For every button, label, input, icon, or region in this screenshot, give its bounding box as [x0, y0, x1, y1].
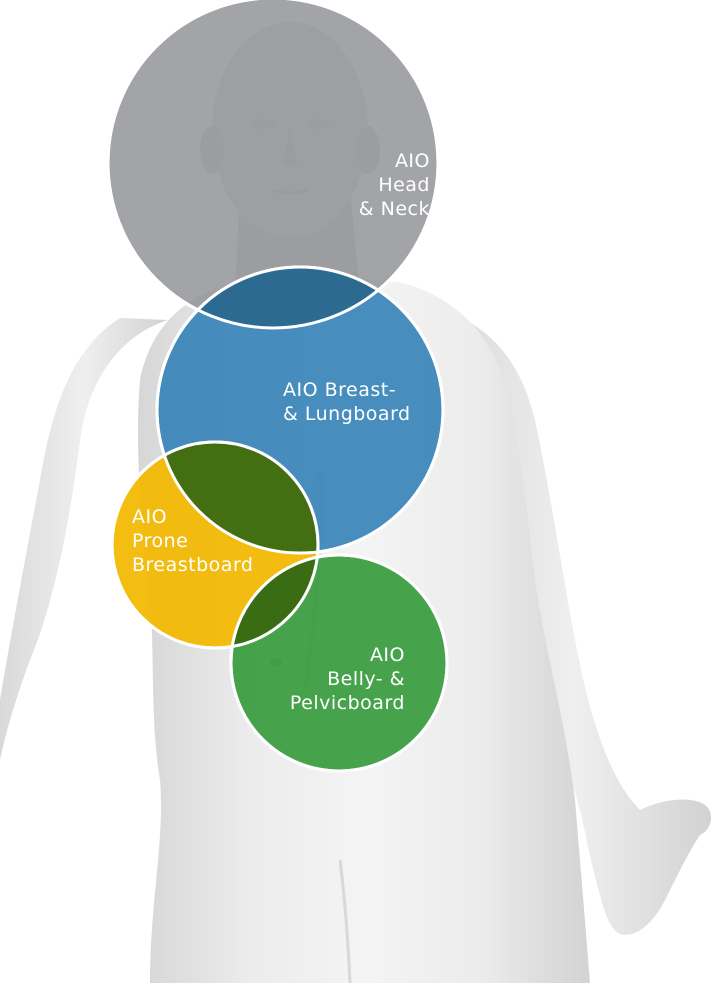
head-neck-label-line-2: Head — [359, 173, 430, 197]
head-neck-label-line-3: & Neck — [359, 197, 430, 221]
prone-breast-label-line-1: AIO — [132, 505, 253, 529]
breast-lung-label: AIO Breast- & Lungboard — [283, 378, 411, 426]
prone-breast-label: AIO Prone Breastboard — [132, 505, 253, 577]
prone-breast-label-line-3: Breastboard — [132, 553, 253, 577]
belly-pelvic-label-line-1: AIO — [290, 643, 405, 667]
belly-pelvic-label: AIO Belly- & Pelvicboard — [290, 643, 405, 715]
head-neck-label-line-1: AIO — [359, 149, 430, 173]
breast-lung-label-line-1: AIO Breast- — [283, 378, 411, 402]
belly-pelvic-label-line-3: Pelvicboard — [290, 691, 405, 715]
prone-breast-label-line-2: Prone — [132, 529, 253, 553]
belly-pelvic-label-line-2: Belly- & — [290, 667, 405, 691]
head-neck-label: AIO Head & Neck — [359, 149, 430, 221]
breast-lung-label-line-2: & Lungboard — [283, 402, 411, 426]
